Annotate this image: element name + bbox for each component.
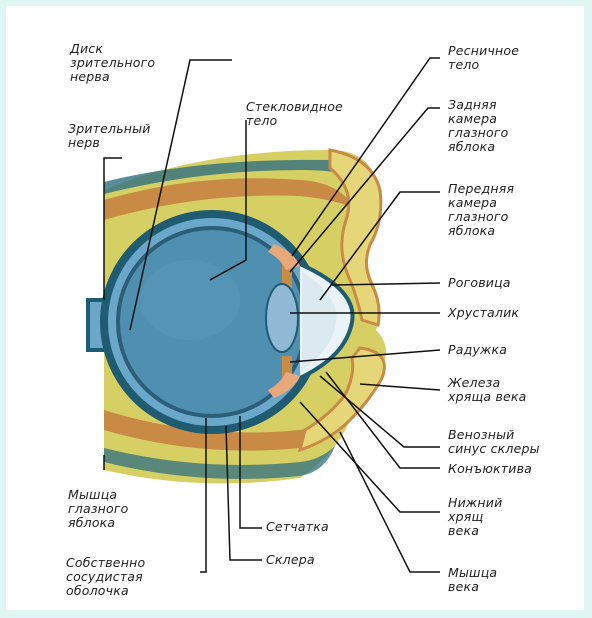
label-optic-nerve: Зрительный нерв — [68, 122, 151, 150]
label-scleral-sinus: Венозный синус склеры — [448, 428, 540, 456]
label-lens: Хрусталик — [448, 306, 519, 320]
lens-shape — [266, 284, 298, 352]
label-anterior-chamber: Передняя камера глазного яблока — [448, 182, 514, 238]
label-retina: Сетчатка — [266, 520, 329, 534]
label-vitreous-body: Стекловидное тело — [246, 100, 343, 128]
label-optic-disc: Диск зрительного нерва — [70, 42, 155, 84]
label-choroid: Собственно сосудистая оболочка — [66, 556, 145, 598]
label-conjunctiva: Конъюктива — [448, 462, 532, 476]
label-tarsal-gland: Железа хряща века — [448, 376, 527, 404]
label-iris: Радужка — [448, 343, 507, 357]
label-cornea: Роговица — [448, 276, 511, 290]
label-lid-muscle: Мышца века — [448, 566, 497, 594]
label-lower-tarsus: Нижний хрящ века — [448, 496, 502, 538]
label-posterior-chamber: Задняя камера глазного яблока — [448, 98, 509, 154]
label-sclera: Склера — [266, 553, 315, 567]
label-eye-muscle: Мышца глазного яблока — [68, 488, 129, 530]
label-ciliary-body: Ресничное тело — [448, 44, 519, 72]
